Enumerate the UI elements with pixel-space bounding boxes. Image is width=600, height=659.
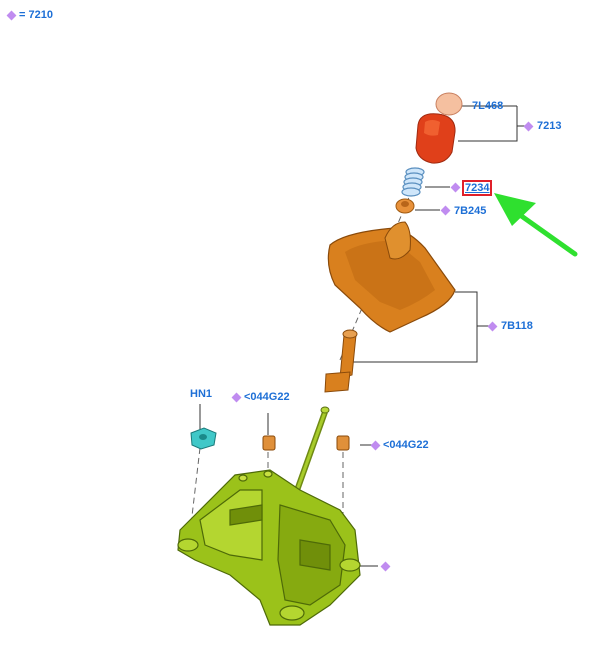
legend-label: = 7210 [19, 9, 53, 21]
callout-044G22-left[interactable]: <044G22 [244, 391, 290, 403]
hex-nut [190, 427, 217, 450]
shift-boot [327, 221, 456, 333]
clip-right [336, 435, 350, 451]
bushing [395, 198, 415, 214]
pointer-arrow-icon [494, 193, 578, 257]
spring [401, 167, 425, 197]
shifter-bracket [177, 469, 361, 626]
callout-7B118[interactable]: 7B118 [501, 320, 533, 332]
callout-7234[interactable]: 7234 [465, 182, 490, 194]
shift-knob [415, 113, 456, 164]
knob-cap [435, 92, 463, 116]
highlight-box [462, 180, 492, 196]
callout-7B245[interactable]: 7B245 [454, 205, 487, 217]
callout-7213[interactable]: 7213 [537, 120, 562, 132]
callout-044G22-right[interactable]: <044G22 [383, 439, 429, 451]
lever-sleeve [324, 329, 358, 393]
callout-7L468[interactable]: 7L468 [472, 100, 504, 112]
callout-HN1[interactable]: HN1 [190, 388, 213, 400]
clip-left [262, 435, 276, 451]
